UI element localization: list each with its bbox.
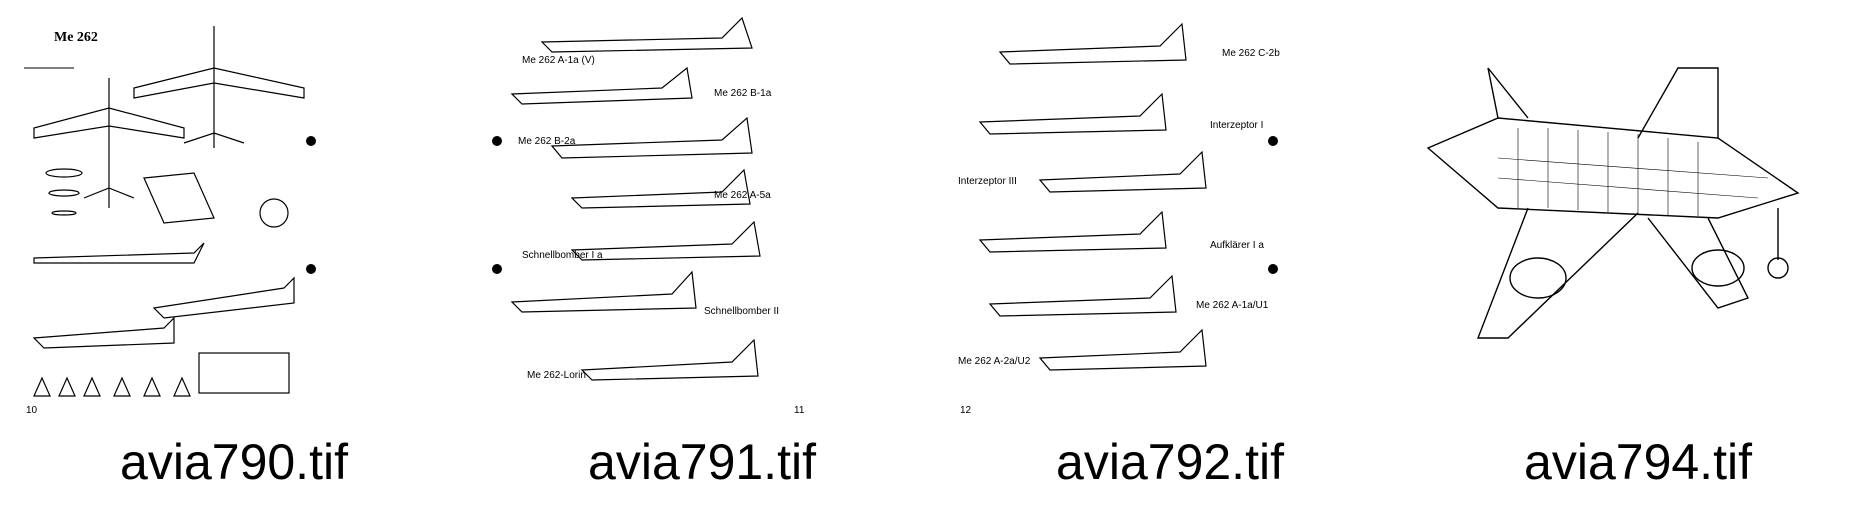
thumbnail-image[interactable]: Me 262 C-2b Interzeptor I Interzeptor II… [950,8,1390,420]
drawing-sheet-me262: Me 262 [24,26,305,416]
variant-label: Me 262-Lorin [527,370,586,381]
cutaway-drawing [1426,67,1800,339]
thumbnail-image[interactable] [1418,8,1858,420]
thumbnail-image[interactable]: Me 262 A-1a (V) Me 262 B-1a Me 262 B-2a … [482,8,922,420]
thumbnail-avia791[interactable]: Me 262 A-1a (V) Me 262 B-1a Me 262 B-2a … [468,0,936,516]
thumbnail-avia794[interactable]: avia794.tif [1404,0,1872,516]
variant-label: Schnellbomber I a [522,250,603,261]
sheet-title: Me 262 [54,30,98,45]
variant-label: Me 262 A-5a [714,190,771,201]
variant-label: Me 262 A-1a (V) [522,55,595,66]
variant-label: Me 262 C-2b [1222,48,1280,59]
thumbnail-avia790[interactable]: Me 262 [0,0,468,516]
thumbnail-filename[interactable]: avia792.tif [1056,434,1284,490]
variant-label: Aufklärer I a [1210,240,1264,251]
punch-hole-mark [492,264,502,274]
punch-hole-mark [306,136,316,146]
thumbnail-image[interactable]: Me 262 [14,8,454,420]
thumbnail-filename[interactable]: avia791.tif [588,434,816,490]
thumbnail-avia792[interactable]: Me 262 C-2b Interzeptor I Interzeptor II… [936,0,1404,516]
drawing-sheet-variants: Me 262 A-1a (V) Me 262 B-1a Me 262 B-2a … [510,16,805,416]
variant-label: Schnellbomber II [704,306,779,317]
punch-hole-mark [492,136,502,146]
page-number: 11 [794,405,805,416]
page-number: 12 [960,405,972,416]
punch-hole-mark [1268,136,1278,146]
variant-label: Me 262 A-2a/U2 [958,356,1031,367]
variant-label: Me 262 B-1a [714,88,772,99]
variant-label: Interzeptor I [1210,120,1263,131]
thumbnail-filename[interactable]: avia790.tif [120,434,348,490]
page-number: 10 [26,405,38,416]
punch-hole-mark [306,264,316,274]
variant-label: Interzeptor III [958,176,1017,187]
drawing-sheet-interceptors: Me 262 C-2b Interzeptor I Interzeptor II… [958,22,1280,416]
variant-label: Me 262 A-1a/U1 [1196,300,1269,311]
punch-hole-mark [1268,264,1278,274]
variant-label: Me 262 B-2a [518,136,576,147]
thumbnail-filename[interactable]: avia794.tif [1524,434,1752,490]
